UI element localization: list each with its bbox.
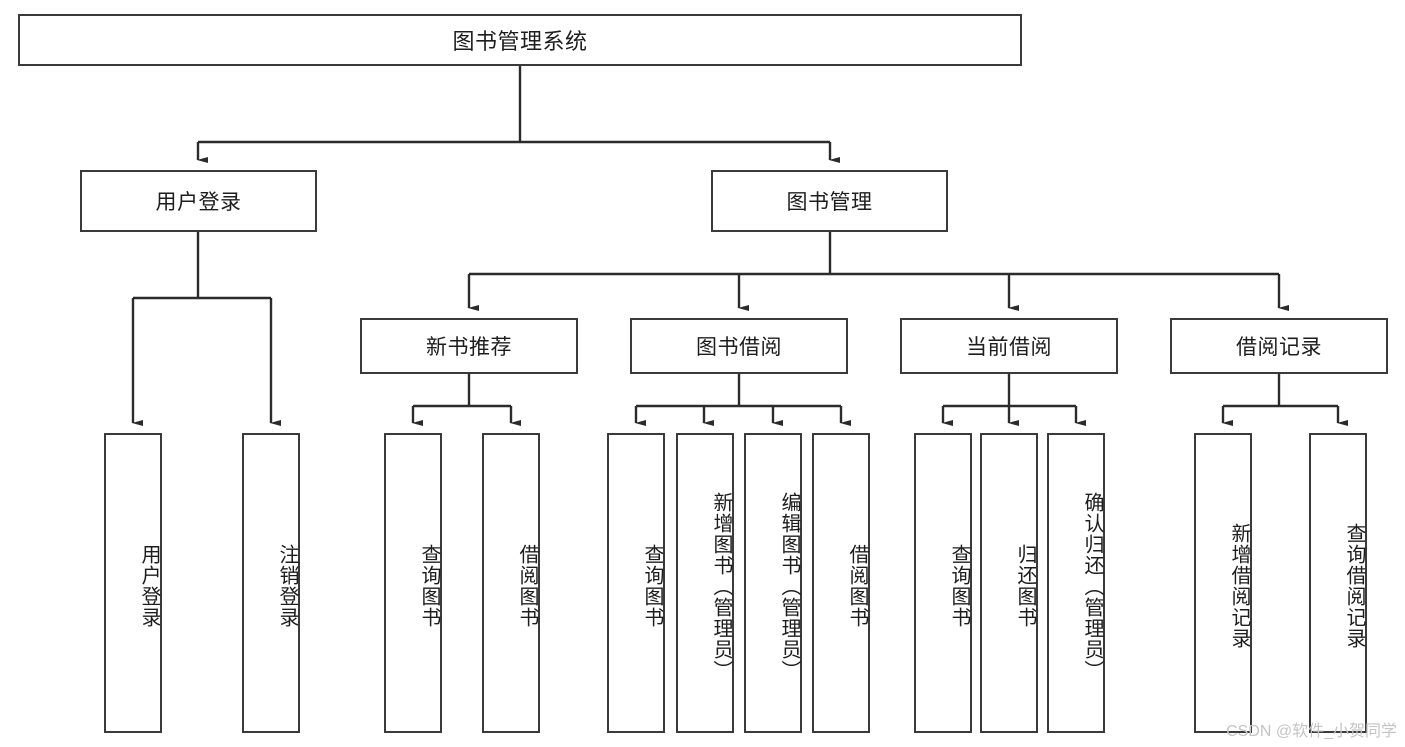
- leaf-user-login[interactable]: 用户登录: [104, 433, 162, 733]
- node-label: 图书管理: [786, 191, 873, 214]
- node-label: 查询借阅记录: [1343, 523, 1365, 649]
- leaf-add-borrow-record[interactable]: 新增借阅记录: [1194, 433, 1252, 733]
- node-new-book-recommend[interactable]: 新书推荐: [360, 318, 578, 374]
- node-book-borrow[interactable]: 图书借阅: [630, 318, 848, 374]
- node-borrow-record[interactable]: 借阅记录: [1170, 318, 1388, 374]
- node-label: 确认归还（管理员）: [1081, 491, 1103, 681]
- leaf-logout[interactable]: 注销登录: [242, 433, 300, 733]
- node-label: 注销登录: [276, 544, 298, 628]
- node-user-login[interactable]: 用户登录: [80, 170, 317, 232]
- node-label: 归还图书: [1014, 544, 1036, 628]
- node-label: 用户登录: [138, 544, 160, 628]
- leaf-query-book-borrow[interactable]: 查询图书: [607, 433, 665, 733]
- leaf-confirm-return-admin[interactable]: 确认归还（管理员）: [1047, 433, 1105, 733]
- leaf-borrow-book-recommend[interactable]: 借阅图书: [482, 433, 540, 733]
- node-label: 新增图书（管理员）: [710, 491, 732, 681]
- leaf-query-book-recommend[interactable]: 查询图书: [384, 433, 442, 733]
- node-label: 查询图书: [948, 544, 970, 628]
- node-current-borrow[interactable]: 当前借阅: [900, 318, 1118, 374]
- node-label: 编辑图书（管理员）: [778, 491, 800, 681]
- node-label: 当前借阅: [966, 336, 1052, 359]
- node-label: 图书借阅: [696, 336, 782, 359]
- node-label: 查询图书: [641, 544, 663, 628]
- node-book-management[interactable]: 图书管理: [711, 170, 948, 232]
- node-label: 用户登录: [155, 191, 242, 214]
- watermark: CSDN @软件_小贺同学: [1226, 723, 1397, 740]
- leaf-query-borrow-record[interactable]: 查询借阅记录: [1309, 433, 1367, 733]
- node-label: 新增借阅记录: [1228, 523, 1250, 649]
- node-label: 新书推荐: [426, 336, 512, 359]
- node-label: 借阅图书: [846, 544, 868, 628]
- node-label: 图书管理系统: [452, 29, 588, 54]
- leaf-edit-book-admin[interactable]: 编辑图书（管理员）: [744, 433, 802, 733]
- leaf-return-book[interactable]: 归还图书: [980, 433, 1038, 733]
- node-label: 借阅图书: [516, 544, 538, 628]
- leaf-add-book-admin[interactable]: 新增图书（管理员）: [676, 433, 734, 733]
- leaf-query-book-current[interactable]: 查询图书: [914, 433, 972, 733]
- node-label: 借阅记录: [1236, 336, 1322, 359]
- leaf-borrow-book[interactable]: 借阅图书: [812, 433, 870, 733]
- node-root-system[interactable]: 图书管理系统: [18, 14, 1022, 66]
- node-label: 查询图书: [418, 544, 440, 628]
